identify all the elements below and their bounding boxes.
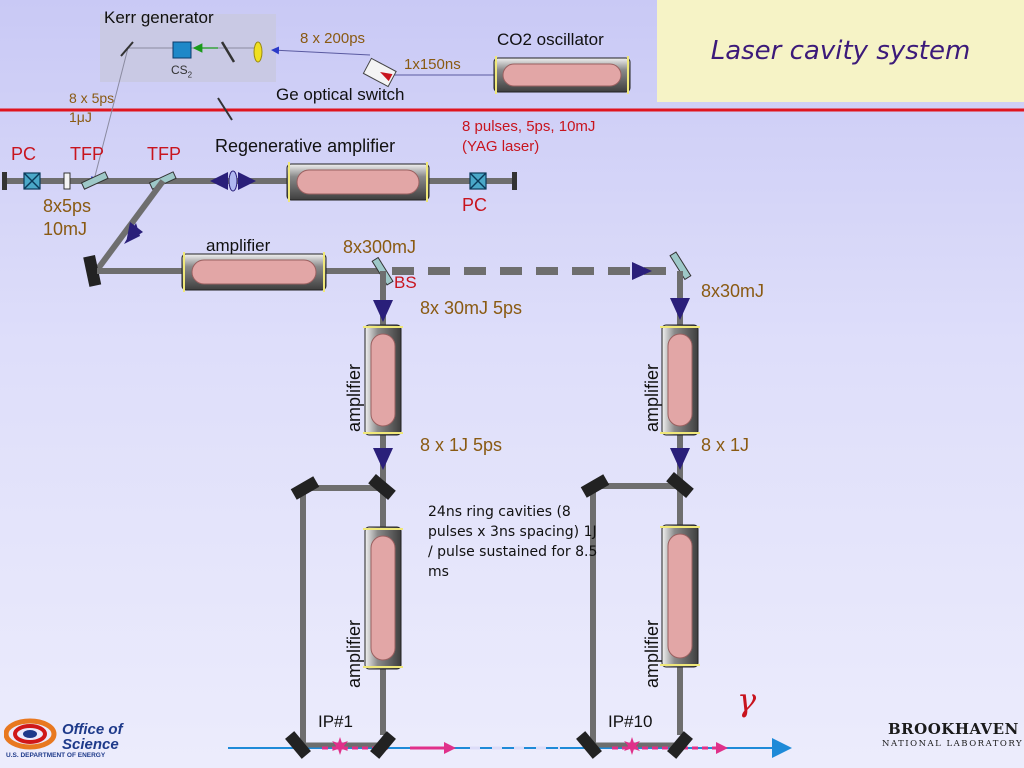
regen-amplifier-label: Regenerative amplifier xyxy=(215,136,396,156)
pulse-1x150ns-label: 1x150ns xyxy=(404,56,461,73)
pc-left-cell xyxy=(23,172,41,190)
cs2-label: CS2 xyxy=(171,64,192,79)
bnl-logo-sub: NATIONAL LABORATORY xyxy=(882,739,1024,749)
ring-right-mirror-tl xyxy=(580,474,610,498)
ring-left-mirror-tl xyxy=(290,476,320,500)
ge-optical-switch-label: Ge optical switch xyxy=(276,85,405,104)
pink-arrow-right xyxy=(716,742,728,754)
ge-switch xyxy=(362,57,397,88)
doe-logo-text-1: Office of xyxy=(62,721,123,738)
cs2-subscript: 2 xyxy=(187,70,193,80)
arrow-diagonal xyxy=(124,222,143,244)
endcap-right xyxy=(512,172,517,190)
co2-oscillator-label: CO2 oscillator xyxy=(497,30,604,49)
ip10-star-icon xyxy=(624,737,640,755)
brookhaven-logo: BROOKHAVEN NATIONAL LABORATORY xyxy=(880,718,1024,762)
amplifier-left-lower-label: amplifier xyxy=(344,619,364,688)
amplifier-right-lower-label: amplifier xyxy=(642,619,662,688)
yag-label-line2: (YAG laser) xyxy=(462,138,540,155)
ring-right-mirror-tr xyxy=(666,472,694,498)
out-8x5ps-label: 8x5ps xyxy=(43,196,92,216)
arrow-right-2 xyxy=(670,448,690,470)
doe-logo-text-2: Science xyxy=(62,736,119,753)
bs-label: BS xyxy=(394,273,417,292)
ip1-mirror-left xyxy=(285,731,311,759)
kerr-generator-label: Kerr generator xyxy=(104,8,214,27)
endcap-left xyxy=(2,172,7,190)
right-fold-mirror xyxy=(669,251,692,281)
pulse-8x5ps-label: 8 x 5ps xyxy=(69,90,115,106)
ring-cavity-note: 24ns ring cavities (8 pulses x 3ns spaci… xyxy=(428,504,598,580)
fold-mirror-left xyxy=(83,255,102,287)
tfp-1-plate xyxy=(80,171,109,190)
pink-arrow-mid xyxy=(444,742,456,754)
ip1-star-icon xyxy=(332,737,348,755)
tfp-1-label: TFP xyxy=(70,144,104,164)
pc-right-cell xyxy=(469,172,487,190)
kerr-mirror-left xyxy=(120,41,134,57)
kerr-lens xyxy=(253,41,263,63)
amplifier-left-upper-label: amplifier xyxy=(344,363,364,432)
ip1-label: IP#1 xyxy=(318,712,353,731)
energy-1uj-label: 1μJ xyxy=(69,109,92,125)
doe-logo-text-3: U.S. DEPARTMENT OF ENERGY xyxy=(6,752,106,759)
pickoff-mirror xyxy=(217,97,233,121)
gamma-symbol: γ xyxy=(737,681,757,719)
ip10-label: IP#10 xyxy=(608,712,653,731)
cs2-cell xyxy=(172,41,192,59)
left-8x1j-5ps-label: 8 x 1J 5ps xyxy=(420,435,503,455)
co2-oscillator-tube xyxy=(493,56,631,94)
polarizer-left xyxy=(63,172,71,190)
right-8x30mj-label: 8x30mJ xyxy=(701,281,765,301)
amplifier-right-lower-tube xyxy=(660,524,700,668)
amplifier-left-lower-tube xyxy=(363,526,403,670)
doe-office-of-science-logo: Office of Science U.S. DEPARTMENT OF ENE… xyxy=(3,716,144,764)
kerr-polarizer xyxy=(220,41,236,63)
arrow-left-1 xyxy=(373,300,393,322)
tfp-2-label: TFP xyxy=(147,144,181,164)
regen-double-arrow xyxy=(210,172,256,190)
regen-lens xyxy=(228,170,238,192)
regen-amplifier-tube xyxy=(286,162,430,202)
arrow-dashed xyxy=(632,262,652,280)
thin-beam-to-kerr xyxy=(271,46,371,56)
bnl-logo-name: BROOKHAVEN xyxy=(888,720,1019,738)
tfp-2-plate xyxy=(148,171,177,190)
amplifier-right-upper-tube xyxy=(660,324,700,436)
slide-title: Laser cavity system xyxy=(710,36,971,66)
thin-beam-down xyxy=(90,47,129,185)
out-8x300mj-label: 8x300mJ xyxy=(343,237,417,257)
amplifier-left-upper-tube xyxy=(363,324,403,436)
pc-right-label: PC xyxy=(462,195,488,215)
ip10-mirror-left xyxy=(576,731,602,759)
arrow-left-2 xyxy=(373,448,393,470)
main-amplifier-tube xyxy=(181,252,327,292)
cs2-text: CS xyxy=(171,63,188,77)
ip10-mirror-right xyxy=(667,731,693,759)
ip1-mirror-right xyxy=(370,731,396,759)
out-10mj-label: 10mJ xyxy=(43,219,88,239)
doe-swirl-icon xyxy=(3,718,57,750)
pc-left-label: PC xyxy=(11,144,37,164)
right-8x1j-label: 8 x 1J xyxy=(701,435,750,455)
arrow-right-1 xyxy=(670,298,690,320)
pulse-8x200ps-label: 8 x 200ps xyxy=(300,30,366,47)
yag-label-line1: 8 pulses, 5ps, 10mJ xyxy=(462,118,596,135)
left-8x30mj-5ps-label: 8x 30mJ 5ps xyxy=(420,298,523,318)
amplifier-right-upper-label: amplifier xyxy=(642,363,662,432)
title-box: Laser cavity system xyxy=(657,0,1024,102)
amplifier-main-label: amplifier xyxy=(206,236,271,255)
ring-left-mirror-tr xyxy=(368,474,396,500)
